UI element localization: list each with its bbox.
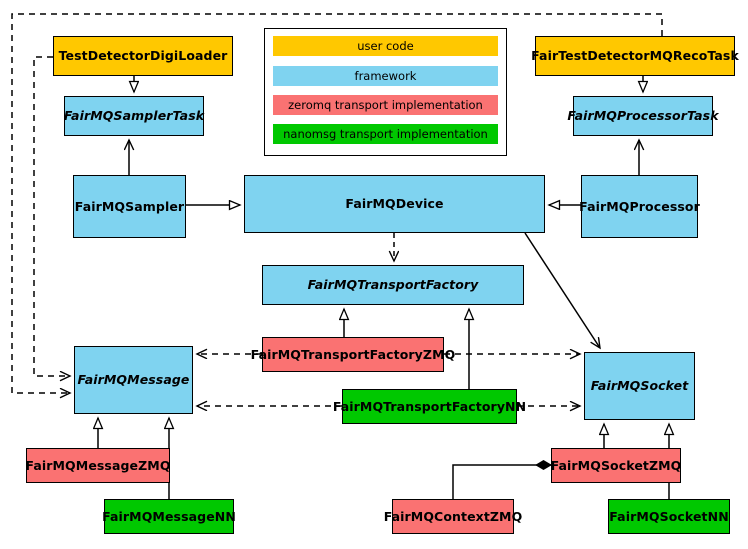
node-FairMQSampler[interactable]: FairMQSampler [73, 175, 186, 238]
node-FairMQDevice[interactable]: FairMQDevice [244, 175, 545, 233]
node-label: FairMQTransportFactoryZMQ [250, 346, 456, 362]
node-label: FairMQMessage [77, 372, 190, 388]
node-FairMQSamplerTask[interactable]: FairMQSamplerTask [64, 96, 204, 136]
node-label: FairMQTransportFactory [307, 277, 479, 293]
node-label: FairMQContextZMQ [383, 508, 523, 524]
legend-label: zeromq transport implementation [288, 98, 483, 112]
legend-item-user-code: user code [273, 36, 498, 56]
node-label: FairMQSocket [590, 378, 689, 394]
node-label: FairMQProcessorTask [567, 108, 719, 124]
node-FairMQTransportFactoryNN[interactable]: FairMQTransportFactoryNN [333, 389, 526, 424]
node-label: FairMQSamplerTask [63, 108, 205, 124]
legend-label: nanomsg transport implementation [283, 127, 488, 141]
node-FairMQSocket[interactable]: FairMQSocket [584, 352, 695, 420]
node-FairMQProcessor[interactable]: FairMQProcessor [579, 175, 700, 238]
node-label: FairMQMessageZMQ [25, 457, 171, 473]
node-FairTestDetectorMQRecoTask[interactable]: FairTestDetectorMQRecoTask [531, 36, 739, 76]
node-label: FairMQSocketNN [609, 508, 729, 524]
legend-item-framework: framework [273, 66, 498, 86]
node-label: FairMQDevice [345, 196, 444, 212]
node-label: FairMQMessageNN [102, 508, 236, 524]
node-FairMQProcessorTask[interactable]: FairMQProcessorTask [567, 96, 719, 136]
legend-item-nanomsg: nanomsg transport implementation [273, 124, 498, 144]
legend-label: user code [357, 39, 414, 53]
node-label: FairMQTransportFactoryNN [332, 398, 527, 414]
node-label: TestDetectorDigiLoader [58, 48, 228, 64]
node-TestDetectorDigiLoader[interactable]: TestDetectorDigiLoader [53, 36, 233, 76]
node-FairMQSocketZMQ[interactable]: FairMQSocketZMQ [551, 448, 681, 483]
node-label: FairMQSocketZMQ [550, 457, 682, 473]
node-label: FairTestDetectorMQRecoTask [531, 48, 739, 64]
node-label: FairMQSampler [74, 198, 185, 214]
legend-item-zeromq: zeromq transport implementation [273, 95, 498, 115]
edge-device-to-socket [524, 232, 600, 348]
node-FairMQSocketNN[interactable]: FairMQSocketNN [608, 499, 730, 534]
node-label: FairMQProcessor [579, 198, 700, 214]
edge-contextzmq-to-socketzmq [452, 460, 552, 499]
node-FairMQMessageZMQ[interactable]: FairMQMessageZMQ [25, 448, 171, 483]
node-FairMQMessage[interactable]: FairMQMessage [74, 346, 193, 414]
node-FairMQTransportFactoryZMQ[interactable]: FairMQTransportFactoryZMQ [251, 337, 455, 372]
node-FairMQMessageNN[interactable]: FairMQMessageNN [102, 499, 236, 534]
legend-label: framework [354, 69, 417, 83]
node-FairMQTransportFactory[interactable]: FairMQTransportFactory [262, 265, 524, 305]
node-FairMQContextZMQ[interactable]: FairMQContextZMQ [384, 499, 522, 534]
